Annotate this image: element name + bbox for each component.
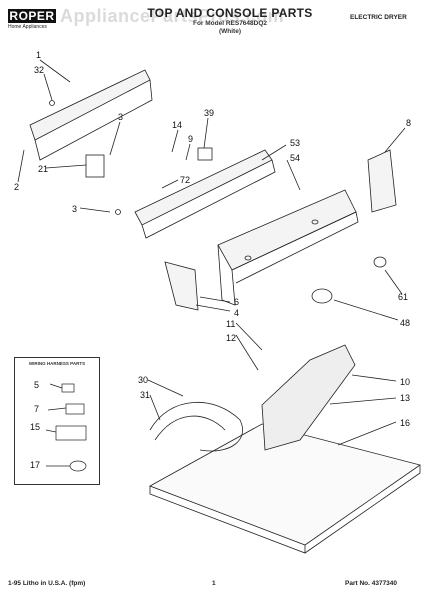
inset-part-17: [69, 460, 87, 472]
callout-16: 16: [400, 418, 410, 428]
callout-32: 32: [34, 65, 44, 75]
callout-2: 2: [14, 182, 19, 192]
end-cap: [367, 149, 397, 213]
callout-5: 5: [34, 380, 39, 390]
callout-labels: 1 32 3 14 9 39 53 54 8 2 21 72 3 61 6 4 …: [14, 50, 411, 470]
callout-11: 11: [226, 319, 235, 329]
lint-housing: [261, 344, 356, 451]
dryer-top-edge: [149, 486, 306, 554]
wire-harness: [149, 401, 243, 452]
callout-8: 8: [406, 118, 411, 128]
inset-part-15: [55, 425, 87, 441]
screw: [115, 209, 121, 215]
callout-15: 15: [30, 422, 40, 432]
callout-6: 6: [234, 297, 239, 307]
footer-part-number: Part No. 4377340: [345, 580, 398, 587]
callout-21: 21: [38, 164, 48, 174]
control-strip: [134, 149, 273, 226]
inset-part-7: [65, 403, 85, 415]
brand-tagline: Home Appliances: [8, 24, 47, 30]
callout-13: 13: [400, 393, 410, 403]
callout-12: 12: [226, 333, 236, 343]
side-bracket: [164, 261, 199, 311]
product-type: ELECTRIC DRYER: [350, 14, 407, 21]
inset-title: WIRING HARNESS PARTS: [28, 361, 86, 366]
knob-48: [311, 288, 333, 304]
callout-48: 48: [400, 318, 410, 328]
footer-page-number: 1: [212, 580, 216, 587]
wiring-harness-inset: WIRING HARNESS PARTS: [14, 357, 100, 485]
inset-part-5: [61, 383, 75, 393]
model-subtitle: For Model RES7648DQ2: [192, 20, 268, 27]
screw: [49, 100, 55, 106]
footer-litho: 1-95 Litho in U.S.A. (fpm): [8, 580, 86, 587]
callout-31: 31: [140, 390, 150, 400]
rear-bracket: [29, 69, 151, 141]
callout-4: 4: [234, 308, 239, 318]
callout-7: 7: [34, 404, 39, 414]
callout-3: 3: [118, 112, 123, 122]
callout-9: 9: [188, 134, 193, 144]
knob-61: [373, 256, 387, 268]
callout-30: 30: [138, 375, 148, 385]
console-panel: [217, 189, 357, 271]
callout-54: 54: [290, 153, 300, 163]
callout-61: 61: [398, 292, 408, 302]
terminal-block-21: [85, 154, 105, 178]
callout-14: 14: [172, 120, 182, 130]
callout-10: 10: [400, 377, 410, 387]
watermark: AppliancePartsPros.com: [60, 6, 285, 26]
switch-39: [197, 147, 213, 161]
callout-3b: 3: [72, 204, 77, 214]
brand-logo: ROPER: [8, 9, 56, 23]
callout-1: 1: [36, 50, 41, 60]
callout-39: 39: [204, 108, 214, 118]
inset-parts: [45, 383, 87, 472]
callout-53: 53: [290, 138, 300, 148]
page-title: TOP AND CONSOLE PARTS: [147, 6, 313, 20]
callout-17: 17: [30, 460, 40, 470]
color-variant: (White): [218, 28, 242, 35]
callout-72: 72: [180, 175, 190, 185]
